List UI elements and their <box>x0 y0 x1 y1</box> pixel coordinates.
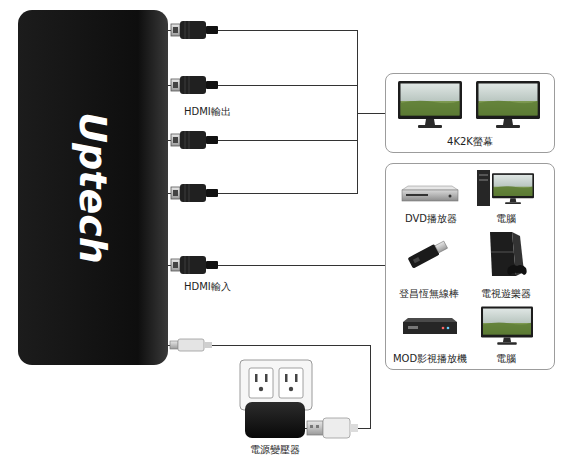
device-label: 電腦 <box>494 346 518 367</box>
splitter-box: Uptech <box>18 10 168 365</box>
monitor-icons <box>398 81 540 128</box>
game-console-icon <box>490 232 527 276</box>
node-text: Uptech <box>73 112 113 264</box>
device-label: 電腦 <box>494 206 518 227</box>
node-text: 電腦 <box>496 353 516 364</box>
hdmi-plug <box>171 76 218 94</box>
hdmi-plug <box>171 131 218 149</box>
node-text: DVD播放器 <box>405 213 457 224</box>
connector-line <box>168 30 385 193</box>
computer-icon <box>477 170 534 206</box>
source-group-box: DVD播放器電腦登昌恆無線棒電視遊樂器MOD影視播放機電腦 <box>385 163 555 370</box>
hdmi-plug <box>171 184 218 202</box>
mod-box-icon <box>403 318 457 334</box>
monitor-icon <box>398 81 462 128</box>
hdmi-plug <box>171 21 218 39</box>
port-label: HDMI輸入 <box>184 281 231 293</box>
node-text: 電視遊樂器 <box>481 288 531 299</box>
node-text: 4K2K螢幕 <box>447 136 493 148</box>
node-text: 電源變壓器 <box>245 444 305 456</box>
node-text: 電腦 <box>496 213 516 224</box>
monitor-icon <box>476 81 540 128</box>
device-label: DVD播放器 <box>403 206 459 227</box>
hdmi-input-plug <box>171 256 218 274</box>
computer-monitor-icon <box>481 307 533 345</box>
wireless-dongle-icon <box>408 239 449 268</box>
monitor-icon <box>492 173 534 204</box>
device-label: MOD影視播放機 <box>391 346 469 367</box>
power-adapter: 電源變壓器 <box>245 402 305 438</box>
device-label: 電視遊樂器 <box>479 281 533 302</box>
dvd-player-icon <box>402 186 458 201</box>
display-group-box: 4K2K螢幕 <box>385 73 555 153</box>
node-text: 登昌恆無線棒 <box>399 288 459 299</box>
node-text: MOD影視播放機 <box>393 353 467 364</box>
port-label: HDMI輸出 <box>184 106 231 118</box>
usb-a-plug <box>307 418 358 438</box>
device-label: 登昌恆無線棒 <box>397 281 461 302</box>
micro-usb-plug <box>170 339 212 351</box>
